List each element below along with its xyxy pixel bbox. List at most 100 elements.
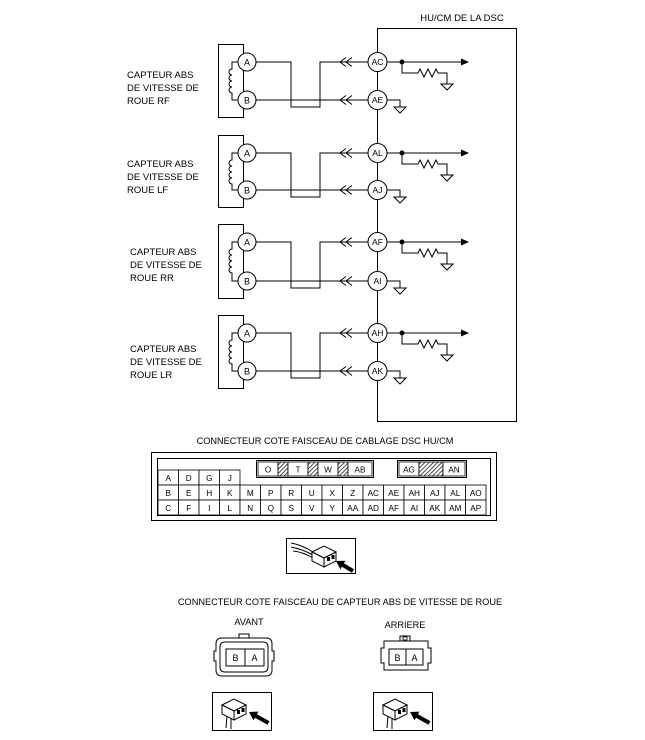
ground-icon — [439, 263, 455, 271]
sensor-pin-circle — [237, 180, 257, 200]
blocked-cavity — [307, 461, 319, 477]
cavity-label: F — [186, 504, 191, 513]
dsc-pin-label: AF — [372, 237, 383, 247]
cavity-label: N — [247, 504, 253, 513]
cavity-label: AK — [429, 504, 440, 513]
sensor-pin-label: B — [244, 276, 250, 286]
connector-body-icon — [220, 698, 248, 721]
resistor-icon — [401, 62, 448, 84]
cavity-label: AM — [449, 504, 461, 513]
harness-wire-icon — [290, 546, 314, 556]
sensor-body — [218, 44, 244, 118]
sensor-label-line: DE VITESSE DE — [130, 260, 202, 271]
cavity-label: AD — [368, 504, 379, 513]
connector-outer-frame — [151, 452, 497, 521]
sensor-pin-label: A — [244, 328, 250, 338]
dsc-pin-label: AH — [372, 328, 384, 338]
harness-wire-icon — [292, 550, 314, 559]
latch-window — [402, 636, 408, 641]
cavity-label: AL — [450, 489, 460, 498]
cavity-label: K — [227, 489, 233, 498]
cavity-label: R — [288, 489, 294, 498]
sensor-body — [218, 135, 244, 208]
cavity-label: U — [309, 489, 315, 498]
sensor-label-line: DE VITESSE DE — [127, 172, 199, 183]
sensor-label-line: ROUE RR — [130, 273, 174, 284]
sensor-label-line: ROUE RF — [127, 96, 170, 107]
blocked-cavity — [277, 461, 289, 477]
sensor-label-line: DE VITESSE DE — [127, 83, 199, 94]
cavity-label: Z — [350, 489, 355, 498]
signal-wire — [256, 152, 368, 198]
harness-wire-icon — [225, 715, 228, 729]
connector-chevron-icon — [339, 57, 353, 67]
connector-latch — [399, 635, 411, 641]
ground-icon — [439, 354, 455, 362]
dsc-connector-title: CONNECTEUR COTE FAISCEAU DE CABLAGE DSC … — [197, 436, 454, 446]
dsc-pin-circle — [367, 90, 388, 110]
connector-insertion-view-icon — [286, 538, 356, 574]
connector-chevron-icon — [339, 237, 353, 247]
sensor-pin-circle — [237, 323, 257, 343]
blocked-cavity — [418, 461, 444, 477]
dsc-pin-label: AL — [372, 148, 383, 158]
cavity-label: E — [186, 489, 192, 498]
resistor-icon — [401, 153, 448, 175]
ground-icon — [392, 196, 408, 204]
ground-line — [386, 189, 401, 197]
sensor-coil-icon — [228, 152, 238, 191]
arrow-icon — [461, 58, 469, 66]
connector-chevron-icon — [339, 366, 353, 376]
connector-cavity — [442, 461, 466, 477]
cavity-label: AI — [410, 504, 418, 513]
sensor-coil-icon — [228, 241, 238, 282]
sensor-label-line: CAPTEUR ABS — [130, 247, 197, 258]
cavity-label: AC — [368, 489, 379, 498]
sensor-body — [218, 224, 244, 299]
cavity-label: O — [265, 466, 271, 475]
sensor-pin-circle — [237, 143, 257, 163]
connector-chevron-icon — [339, 276, 353, 286]
rear-connector-label: ARRIERE — [385, 620, 426, 630]
terminal-cavity-icon — [402, 708, 406, 712]
cavity-label: A — [166, 474, 172, 483]
sensor-pin-label: B — [244, 95, 250, 105]
sensor-connector-pin-label: B — [394, 653, 400, 663]
cavity-label: AN — [448, 466, 459, 475]
signal-wire — [256, 241, 368, 289]
cavity-label: C — [165, 504, 171, 513]
blocked-cavity — [337, 461, 349, 477]
connector-chevron-icon — [339, 328, 353, 338]
sensor-body — [218, 315, 244, 389]
dsc-pin-circle — [367, 271, 388, 291]
ground-icon — [439, 83, 455, 91]
terminal-cavity-icon — [327, 557, 330, 561]
resistor-icon — [401, 242, 448, 264]
cavity-label: AE — [388, 489, 399, 498]
resistor-icon — [401, 333, 448, 355]
cavity-label: AJ — [430, 489, 440, 498]
sensor-connector-pin-label: A — [411, 653, 417, 663]
cavity-label: V — [309, 504, 315, 513]
dsc-pin-label: AE — [372, 95, 384, 105]
sensor-pin-circle — [237, 361, 257, 381]
signal-wire — [256, 61, 368, 108]
arrow-icon — [461, 238, 469, 246]
sensor-pin-label: B — [244, 185, 250, 195]
sensor-pin-circle — [237, 271, 257, 291]
sensor-coil-icon — [228, 332, 238, 372]
ground-line — [386, 99, 401, 107]
ground-line — [386, 370, 401, 378]
cavity-label: T — [295, 466, 300, 475]
ground-icon — [392, 287, 408, 295]
cavity-label: S — [289, 504, 295, 513]
ground-line — [386, 280, 401, 288]
terminal-cavity-icon — [331, 555, 335, 559]
